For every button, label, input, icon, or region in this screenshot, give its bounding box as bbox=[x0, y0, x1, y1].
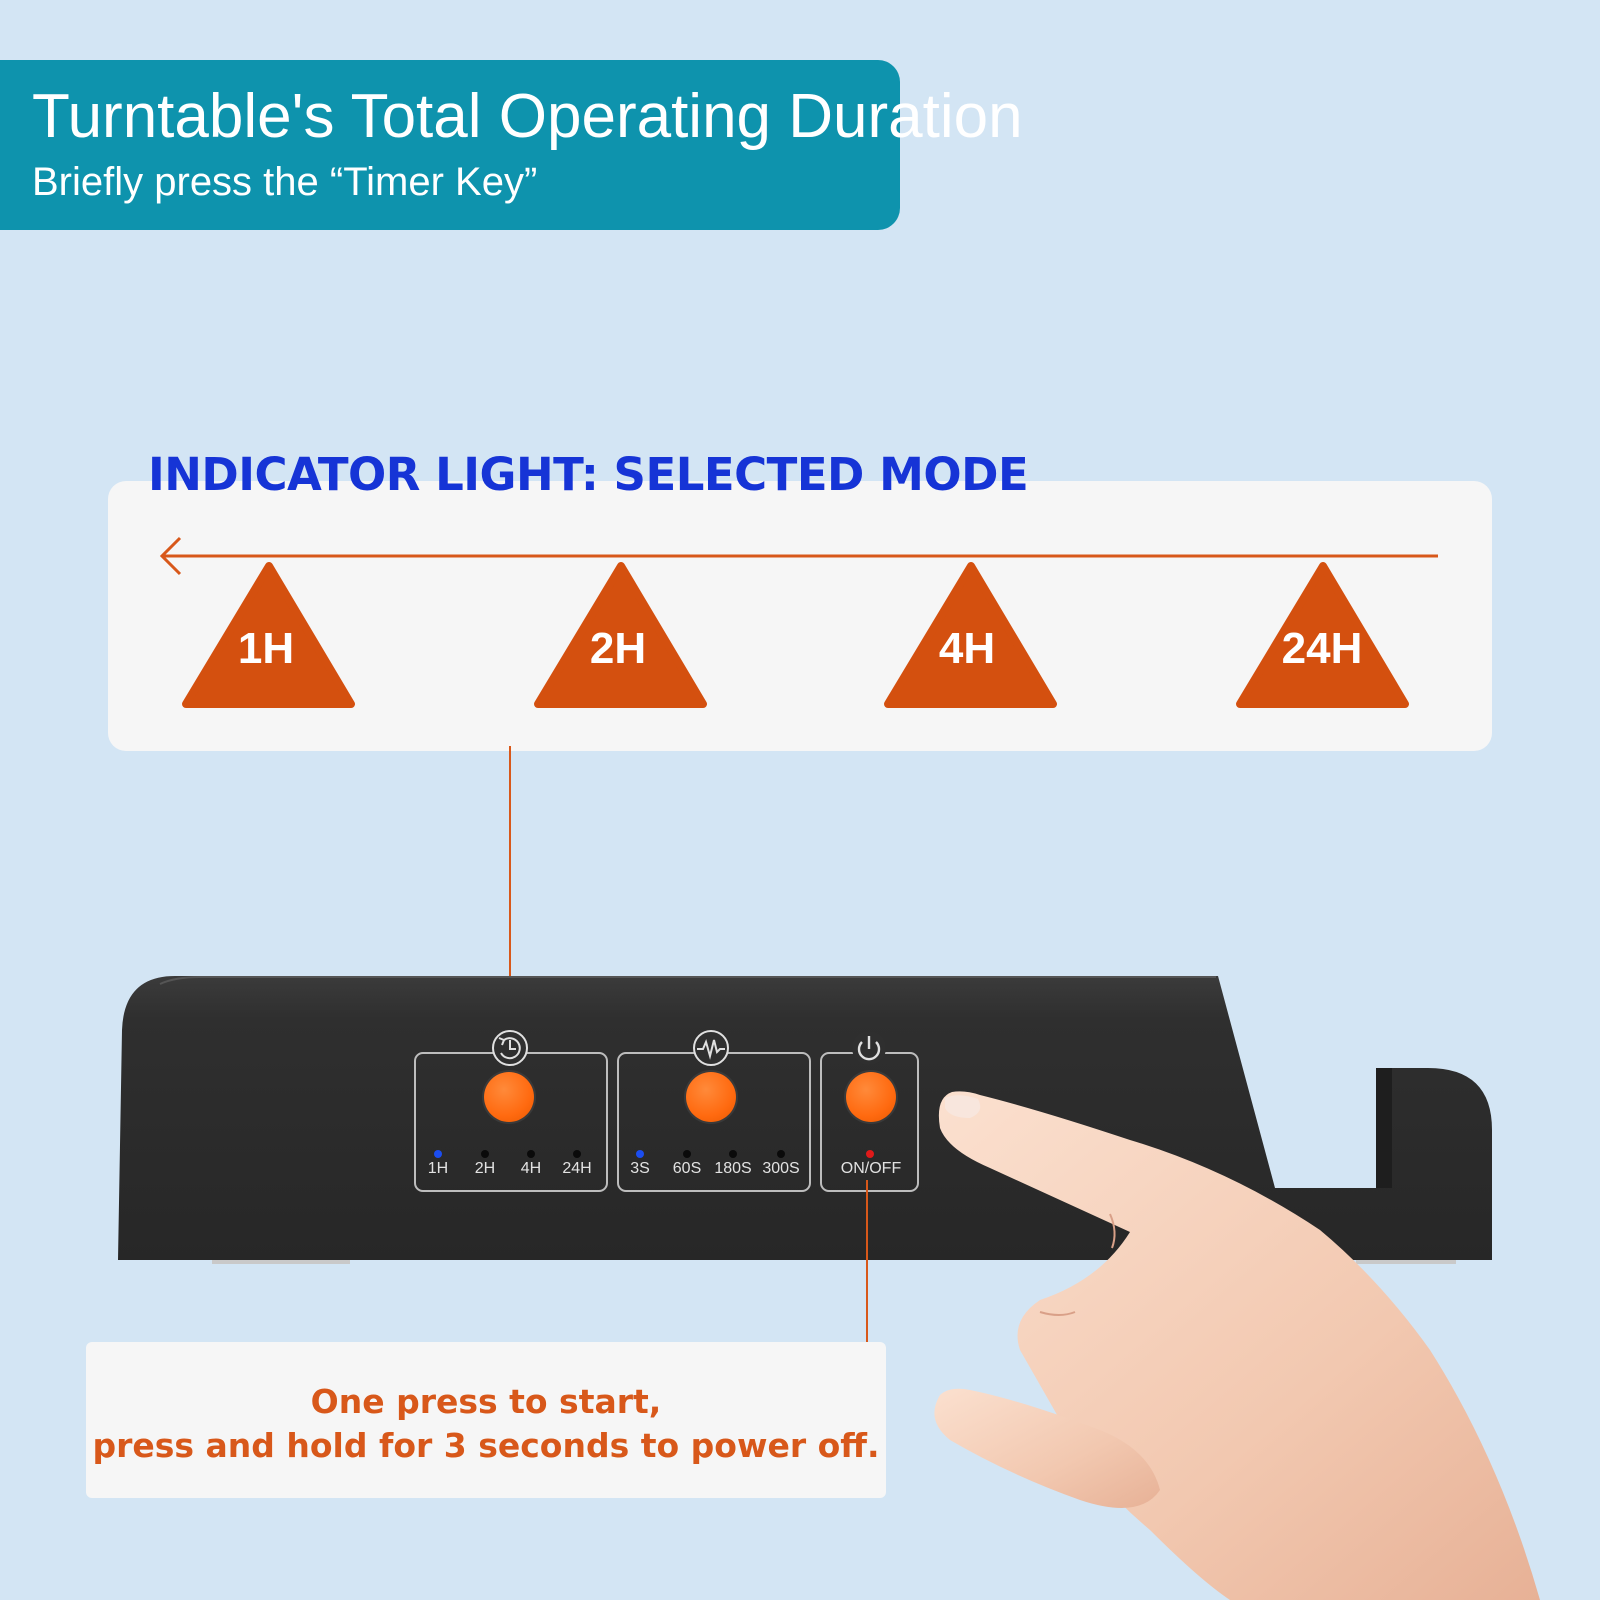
rotation-indicator-180s bbox=[729, 1150, 737, 1158]
callout-line-1: One press to start, bbox=[310, 1382, 662, 1421]
pulse-icon bbox=[693, 1030, 729, 1066]
rotation-indicator-3s bbox=[636, 1150, 644, 1158]
power-icon bbox=[852, 1031, 886, 1065]
mode-triangle-4h: 4H bbox=[884, 562, 1057, 708]
timer-label-2h: 2H bbox=[474, 1160, 496, 1177]
callout-line-2: press and hold for 3 seconds to power of… bbox=[92, 1426, 880, 1465]
rotation-label-180s: 180S bbox=[714, 1160, 752, 1177]
mode-triangle-2h: 2H bbox=[534, 562, 707, 708]
rotation-indicator-300s bbox=[777, 1150, 785, 1158]
device-top-edge bbox=[159, 976, 1216, 985]
timer-label-4h: 4H bbox=[520, 1160, 542, 1177]
header-banner: Turntable's Total Operating Duration Bri… bbox=[0, 60, 1023, 230]
page-title: Turntable's Total Operating Duration bbox=[32, 82, 1023, 151]
page-subtitle: Briefly press the “Timer Key” bbox=[32, 160, 538, 204]
mode-triangle-label: 2H bbox=[590, 624, 646, 673]
timer-indicator-1h bbox=[434, 1150, 442, 1158]
rotation-label-60s: 60S bbox=[672, 1160, 702, 1177]
mode-triangle-label: 1H bbox=[238, 624, 294, 673]
power-key-button[interactable] bbox=[846, 1072, 896, 1122]
mode-triangle-24h: 24H bbox=[1236, 562, 1409, 708]
power-instruction-callout: One press to start, press and hold for 3… bbox=[86, 1342, 886, 1498]
power-label: ON/OFF bbox=[840, 1160, 902, 1177]
rotation-key-button[interactable] bbox=[686, 1072, 736, 1122]
rotation-label-3s: 3S bbox=[630, 1160, 650, 1177]
device-cradle-post bbox=[1376, 1068, 1392, 1188]
timer-key-button[interactable] bbox=[484, 1072, 534, 1122]
indicator-heading: INDICATOR LIGHT: SELECTED MODE bbox=[148, 448, 1029, 501]
mode-triangle-label: 24H bbox=[1282, 624, 1363, 673]
timer-indicator-24h bbox=[573, 1150, 581, 1158]
arrow-left-icon bbox=[159, 536, 182, 576]
power-indicator-light bbox=[866, 1150, 874, 1158]
timer-indicator-2h bbox=[481, 1150, 489, 1158]
mode-triangle-label: 4H bbox=[939, 624, 995, 673]
timer-indicator-4h bbox=[527, 1150, 535, 1158]
mode-triangle-1h: 1H bbox=[182, 562, 355, 708]
timer-icon bbox=[492, 1030, 528, 1066]
timer-label-1h: 1H bbox=[427, 1160, 449, 1177]
rotation-indicator-60s bbox=[683, 1150, 691, 1158]
rotation-label-300s: 300S bbox=[762, 1160, 800, 1177]
timer-label-24h: 24H bbox=[562, 1160, 592, 1177]
